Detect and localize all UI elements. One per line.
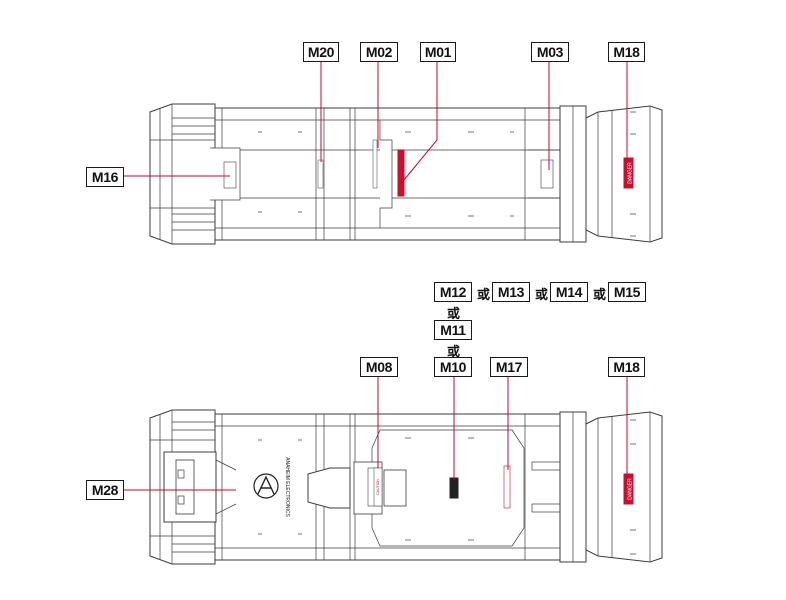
label-m10: M10 [434,357,472,377]
label-m01: M01 [420,42,456,62]
or-word-5: 或 [447,345,461,360]
top-part-view [149,103,663,245]
or-word-2: 或 [535,288,549,303]
label-m14: M14 [550,282,588,302]
label-m02: M02 [360,42,398,62]
label-m03: M03 [531,42,569,62]
label-m11: M11 [434,320,472,340]
top-decal-m02 [372,139,378,189]
top-decal-m16 [223,161,237,189]
bottom-decal-m10 [449,477,459,499]
bottom-part-view [149,409,663,565]
label-m15: M15 [608,282,646,302]
label-m08: M08 [360,357,398,377]
bottom-caution-text: CAUTION [376,479,380,495]
bottom-bracket-m08 [307,467,351,509]
top-decal-m20 [317,159,324,189]
label-m18-bottom: M18 [608,357,645,377]
label-m13: M13 [492,282,530,302]
or-word-4: 或 [447,307,461,322]
top-decal-danger-box [623,157,634,189]
bottom-brand-logo-icon [253,473,279,499]
top-decal-m01 [397,149,405,197]
or-word-3: 或 [593,288,607,303]
label-m20: M20 [303,42,339,62]
bottom-decal-m17 [503,465,511,509]
bottom-decal-danger-text: DANGER [628,478,634,500]
label-m17: M17 [490,357,528,377]
label-m18-top: M18 [608,42,645,62]
bottom-brand-text: ANAHEIM ELECTRONICS [284,457,290,517]
top-decal-danger-text: DANGER [628,162,634,184]
bottom-leader-lines [124,376,628,491]
label-m12: M12 [434,282,472,302]
label-m28: M28 [86,480,124,500]
or-word-1: 或 [477,288,491,303]
top-decal-m03 [540,159,554,189]
top-leader-lines [124,60,628,181]
label-m16: M16 [86,167,124,187]
bottom-decal-danger-box [623,473,634,505]
